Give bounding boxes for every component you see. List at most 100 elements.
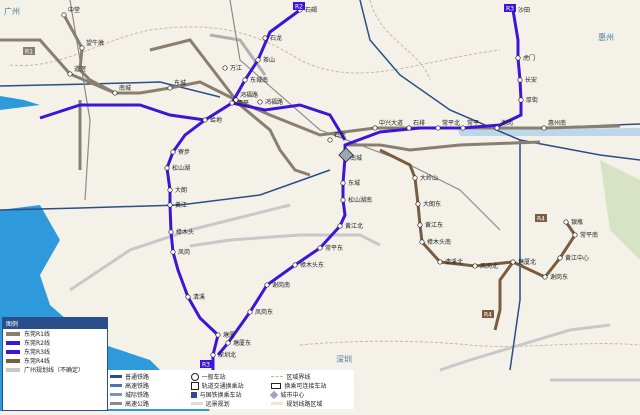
r1-station-label: 常平北	[442, 119, 460, 127]
r3-station-marker[interactable]	[292, 262, 298, 268]
svg-text:R3: R3	[202, 362, 210, 369]
r2-station-label: 石碣	[305, 7, 317, 14]
r2-station-marker[interactable]	[185, 294, 191, 300]
r4-station-marker[interactable]	[572, 232, 578, 238]
r3-station-marker[interactable]	[247, 309, 253, 315]
r4-station-marker[interactable]	[415, 201, 421, 207]
gz-line-3	[189, 233, 381, 248]
r3-badge[interactable]: R3	[504, 4, 516, 13]
r2-station-marker[interactable]	[229, 100, 235, 106]
r4-station-marker[interactable]	[472, 263, 478, 269]
svg-text:R1: R1	[25, 49, 33, 56]
r2-station-marker[interactable]	[257, 99, 263, 105]
r1-branch-west	[0, 38, 116, 95]
r3-station-marker[interactable]	[317, 245, 323, 251]
r2-station-marker[interactable]	[167, 202, 173, 208]
green-area	[600, 160, 640, 260]
r3-station-marker[interactable]	[340, 197, 346, 203]
r3-station-marker[interactable]	[515, 55, 521, 61]
r1-southern	[345, 140, 541, 152]
r1-station-marker[interactable]	[327, 137, 333, 143]
r2-station-marker[interactable]	[255, 57, 261, 63]
r3-station-marker[interactable]	[518, 97, 524, 103]
r1-station-marker[interactable]	[541, 125, 547, 131]
r2-station-marker[interactable]	[222, 65, 228, 71]
legend-item-plan-area: 规划线路区域	[271, 399, 352, 408]
r2-station-marker[interactable]	[262, 35, 268, 41]
r4-station-label: 黄江中心	[565, 254, 589, 262]
r2-station-marker[interactable]	[170, 249, 176, 255]
legend-row-r4: 东莞R4线	[3, 356, 107, 365]
r4-station-label: 清溪北	[445, 258, 463, 266]
r2-station-label: 大朗	[175, 186, 187, 194]
r1-badge[interactable]: R1	[23, 47, 35, 56]
r4-badge-south[interactable]: R4	[482, 310, 494, 319]
r1-station-marker[interactable]	[167, 85, 173, 91]
legend-item-intercity: 城际铁路	[110, 390, 191, 399]
r4-station-marker[interactable]	[557, 255, 563, 261]
r1-station-marker[interactable]	[233, 97, 239, 103]
r3-station-marker[interactable]	[264, 282, 270, 288]
r2-station-marker[interactable]	[170, 149, 176, 155]
boundary-north	[9, 26, 501, 74]
r3-station-label: 谢岗南	[272, 281, 290, 289]
r1-station-marker[interactable]	[79, 45, 85, 51]
r4-station-label: 银瓶	[571, 218, 583, 226]
r2-station-marker[interactable]	[167, 187, 173, 193]
r2-station-label: 凤岗	[178, 249, 190, 256]
r4-station-marker[interactable]	[510, 259, 516, 265]
r2-station-marker[interactable]	[210, 352, 216, 358]
legend-row-r1: 东莞R1线	[3, 329, 107, 338]
boundary-south	[299, 340, 640, 347]
r2-station-marker[interactable]	[202, 117, 208, 123]
expressway-west	[69, 0, 91, 201]
r4-station-marker[interactable]	[542, 274, 548, 280]
r1-station-marker[interactable]	[435, 125, 441, 131]
legend-secondary: 普通铁路 一般车站 区域界线 高速铁路 轨道交通换乘站 换乘可连接车站 城际铁路…	[108, 370, 354, 409]
r4-station-marker[interactable]	[419, 239, 425, 245]
r1-station-marker[interactable]	[494, 125, 500, 131]
legend-item-transfer: 轨道交通换乘站	[190, 381, 272, 390]
r3-badge-south[interactable]: R3	[200, 360, 212, 369]
r2-station-label: 樟木头	[176, 228, 194, 236]
r3-station-label: 厚街	[526, 96, 538, 104]
legend-item-hsr: 高速铁路	[110, 381, 191, 390]
r3-station-marker[interactable]	[337, 223, 343, 229]
r3-station-marker[interactable]	[225, 340, 231, 346]
r2-station-marker[interactable]	[242, 77, 248, 83]
r1-station-marker[interactable]	[460, 125, 466, 131]
r4-badge[interactable]: R4	[535, 214, 547, 223]
r2-station-marker[interactable]	[164, 165, 170, 171]
stations-layer: 中堂望牛墩道滘南城东城鸿福路石龙中兴大道石排常平北常平谢岗惠州南石碣石龙茶山东城…	[61, 6, 598, 359]
r1-station-marker[interactable]	[406, 125, 412, 131]
r1-station-marker[interactable]	[112, 90, 118, 96]
legend-panel: 图例 东莞R1线 东莞R2线 东莞R3线 东莞R4线 广州规划线（不确定）	[2, 317, 108, 411]
r4-station-label: 黄江东	[425, 221, 443, 229]
legend-item-expressway: 高速公路	[110, 399, 191, 408]
river-west	[0, 96, 40, 110]
r1-station-label: 惠州南	[548, 119, 566, 127]
r4-station-marker[interactable]	[412, 175, 418, 181]
svg-text:R2: R2	[295, 4, 303, 11]
r3-station-label: 东城	[348, 179, 360, 187]
r1-station-marker[interactable]	[372, 125, 378, 131]
r3-station-label: 凤岗东	[255, 308, 273, 316]
r1-station-marker[interactable]	[67, 71, 73, 77]
r1-station-label: 常平	[467, 119, 479, 127]
r4-station-marker[interactable]	[417, 222, 423, 228]
r3-station-marker[interactable]	[340, 180, 346, 186]
r1-station-label: 望牛墩	[86, 39, 104, 47]
r2-badge[interactable]: R2	[293, 2, 305, 11]
r2-station-marker[interactable]	[168, 229, 174, 235]
r2-station-label: 万江	[230, 65, 242, 72]
r4-station-marker[interactable]	[563, 219, 569, 225]
r3-station-label: 黄江北	[345, 222, 363, 230]
r2-station-label: 东城南	[250, 76, 268, 84]
dongjiang-river	[458, 128, 640, 136]
r4-station-marker[interactable]	[437, 259, 443, 265]
r3-station-marker[interactable]	[517, 77, 523, 83]
city-center-marker	[338, 147, 354, 163]
r1-station-marker[interactable]	[61, 12, 67, 18]
r2-station-marker[interactable]	[215, 332, 221, 338]
